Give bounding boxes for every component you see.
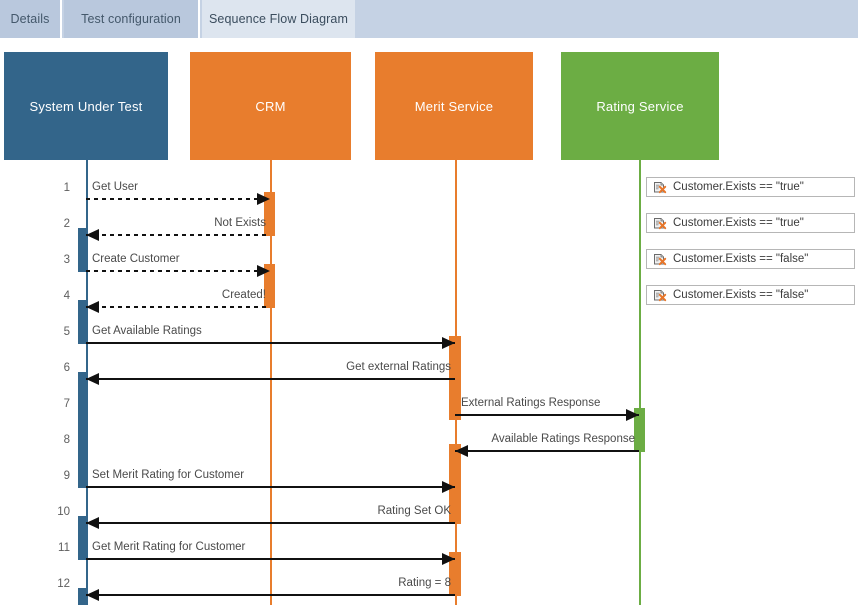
message-arrow-line[interactable]	[86, 234, 270, 237]
message-arrow-line[interactable]	[455, 414, 639, 416]
actor-label: Merit Service	[414, 98, 494, 114]
message-arrow-line[interactable]	[86, 486, 455, 488]
message-row-number: 10	[57, 506, 70, 518]
message-arrowhead	[442, 337, 455, 349]
actor-label: System Under Test	[29, 98, 143, 114]
script-error-icon	[652, 216, 667, 231]
message-row-number: 4	[63, 290, 70, 302]
activation-bar	[449, 444, 461, 524]
annotation-box[interactable]: Customer.Exists == "false"	[646, 249, 855, 269]
message-arrow-line[interactable]	[86, 198, 270, 201]
message-row-number: 3	[63, 254, 70, 266]
message-arrowhead	[626, 409, 639, 421]
script-error-icon	[652, 252, 667, 267]
message-arrowhead	[442, 553, 455, 565]
message-arrow-line[interactable]	[86, 342, 455, 344]
message-label: Not Exists	[214, 217, 266, 229]
annotation-text: Customer.Exists == "true"	[673, 217, 804, 229]
activation-bar	[449, 336, 461, 420]
activation-bar	[78, 516, 88, 560]
message-label: Get Merit Rating for Customer	[92, 541, 246, 553]
activation-bar	[78, 228, 88, 272]
message-row-number: 6	[63, 362, 70, 374]
message-label: Available Ratings Response	[491, 433, 635, 445]
annotation-text: Customer.Exists == "true"	[673, 181, 804, 193]
message-arrow-line[interactable]	[86, 378, 455, 380]
message-arrow-line[interactable]	[86, 306, 270, 309]
actor-box-merit-service[interactable]: Merit Service	[375, 52, 533, 160]
annotation-text: Customer.Exists == "false"	[673, 289, 809, 301]
message-label: Created!	[221, 289, 266, 301]
message-arrowhead	[86, 589, 99, 601]
message-arrow-line[interactable]	[455, 450, 639, 452]
message-label: External Ratings Response	[461, 397, 601, 409]
message-row-number: 2	[63, 218, 70, 230]
tab-sequence-flow-diagram[interactable]: Sequence Flow Diagram	[202, 0, 355, 38]
activation-bar	[634, 408, 645, 452]
message-arrowhead	[86, 517, 99, 529]
script-error-icon	[652, 180, 667, 195]
message-label: Get User	[92, 181, 139, 193]
tab-test-configuration[interactable]: Test configuration	[64, 0, 200, 38]
message-label: Rating Set OK	[377, 505, 451, 517]
message-row-number: 12	[57, 578, 70, 590]
actor-label: Rating Service	[596, 98, 684, 114]
annotation-box[interactable]: Customer.Exists == "false"	[646, 285, 855, 305]
message-row-number: 8	[63, 434, 70, 446]
lifeline-rating-service	[639, 160, 641, 605]
message-arrowhead	[455, 445, 468, 457]
message-arrow-line[interactable]	[86, 522, 455, 524]
tab-details[interactable]: Details	[0, 0, 62, 38]
actor-box-rating-service[interactable]: Rating Service	[561, 52, 719, 160]
message-arrow-line[interactable]	[86, 558, 455, 560]
message-arrowhead	[257, 193, 270, 205]
message-label: Set Merit Rating for Customer	[92, 469, 245, 481]
message-label: Get external Ratings	[346, 361, 451, 373]
message-label: Rating = 8	[398, 577, 451, 589]
annotation-text: Customer.Exists == "false"	[673, 253, 809, 265]
message-row-number: 9	[63, 470, 70, 482]
message-row-number: 1	[63, 182, 70, 194]
message-row-number: 5	[63, 326, 70, 338]
actor-label: CRM	[255, 98, 286, 114]
message-arrow-line[interactable]	[86, 594, 455, 596]
actor-box-system-under-test[interactable]: System Under Test	[4, 52, 168, 160]
message-label: Create Customer	[92, 253, 180, 265]
activation-bar	[264, 264, 275, 308]
activation-bar	[78, 372, 88, 488]
activation-bar	[78, 588, 88, 605]
message-row-number: 7	[63, 398, 70, 410]
annotation-box[interactable]: Customer.Exists == "true"	[646, 177, 855, 197]
message-arrowhead	[86, 229, 99, 241]
annotation-box[interactable]: Customer.Exists == "true"	[646, 213, 855, 233]
message-arrowhead	[86, 373, 99, 385]
activation-bar	[264, 192, 275, 236]
message-arrowhead	[442, 481, 455, 493]
activation-bar	[78, 300, 88, 344]
message-arrowhead	[86, 301, 99, 313]
message-arrow-line[interactable]	[86, 270, 270, 273]
message-row-number: 11	[58, 542, 70, 554]
message-arrowhead	[257, 265, 270, 277]
message-label: Get Available Ratings	[92, 325, 202, 337]
actor-box-crm[interactable]: CRM	[190, 52, 351, 160]
lifeline-crm	[270, 160, 272, 605]
script-error-icon	[652, 288, 667, 303]
